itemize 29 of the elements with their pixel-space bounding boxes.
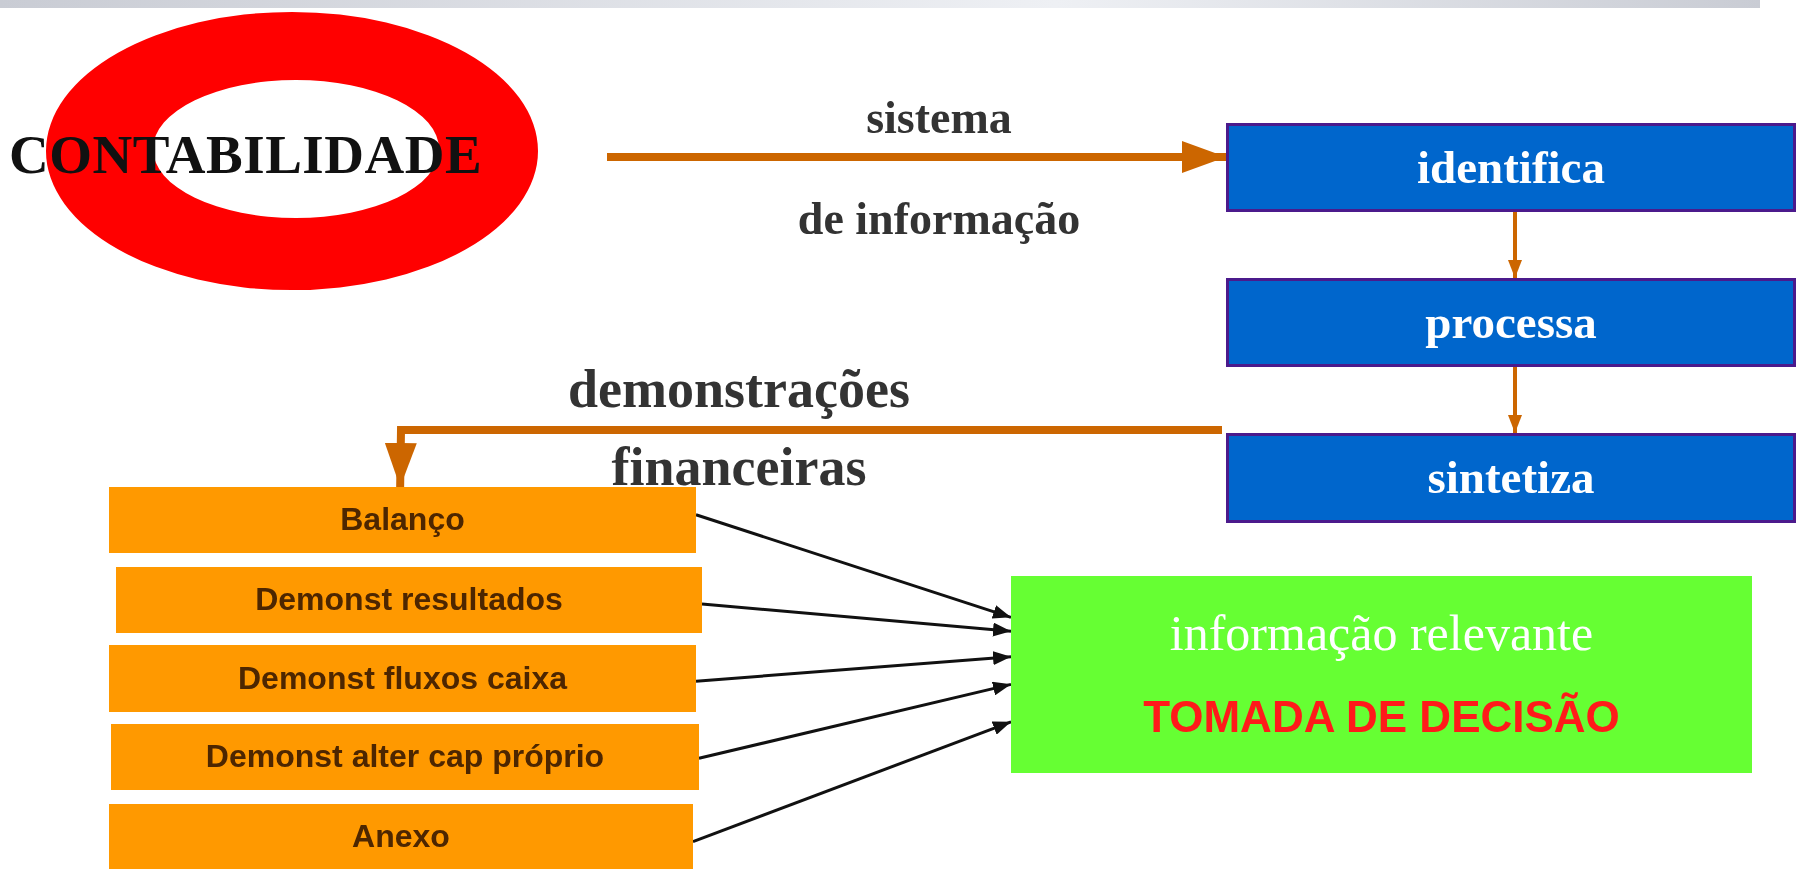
statement-box	[116, 567, 702, 633]
arrow	[1508, 367, 1522, 433]
statement-box	[109, 804, 693, 869]
arrow	[695, 651, 1012, 683]
decision-text: TOMADA DE DECISÃO	[1142, 691, 1621, 743]
box-label: Demonst alter cap próprio	[205, 739, 605, 775]
info-text: informação relevante	[1168, 604, 1595, 662]
statement-box	[109, 645, 696, 712]
box-label: Demonst resultados	[255, 582, 563, 618]
arrow	[1508, 212, 1522, 278]
process-box	[1226, 123, 1796, 212]
box-label: processa	[1425, 296, 1597, 349]
box-label: Demonst fluxos caixa	[238, 660, 567, 697]
statement-box	[109, 487, 696, 553]
arrow	[692, 720, 1012, 844]
result-box	[1011, 576, 1752, 773]
arrow	[701, 602, 1012, 637]
flow-label: financeiras	[610, 440, 868, 494]
arrow	[695, 513, 1012, 619]
box-label: identifica	[1417, 141, 1605, 194]
process-box	[1226, 278, 1796, 367]
box-label: sintetiza	[1427, 452, 1595, 504]
box-label: Balanço	[340, 502, 465, 538]
process-box	[1226, 433, 1796, 523]
arrow	[698, 681, 1012, 760]
box-label: Anexo	[352, 818, 450, 855]
statement-box	[111, 724, 699, 790]
flow-label: sistema	[865, 95, 1013, 141]
flow-label: de informação	[796, 196, 1082, 242]
